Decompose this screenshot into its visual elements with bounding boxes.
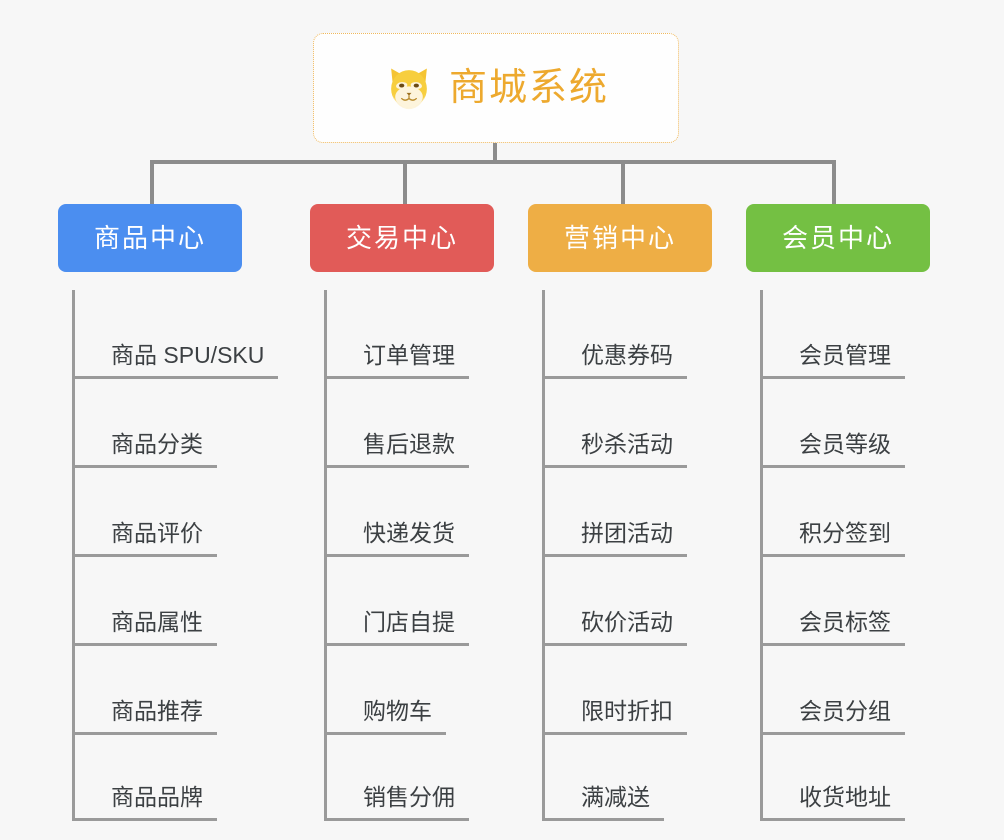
leaf-label: 销售分佣 [327, 786, 469, 821]
connector-drop-2 [403, 160, 407, 204]
leaf-label: 会员等级 [763, 433, 905, 468]
leaf-label: 商品推荐 [75, 700, 217, 735]
leaf-label: 收货地址 [763, 786, 905, 821]
list-item[interactable]: 门店自提 [327, 557, 530, 646]
category-label: 会员中心 [781, 223, 894, 253]
category-header-member[interactable]: 会员中心 [746, 204, 930, 272]
connector-drop-1 [150, 160, 154, 204]
leaf-label: 会员分组 [763, 700, 905, 735]
connector-horizontal-bus [150, 160, 836, 164]
leaf-label: 拼团活动 [545, 522, 687, 557]
list-item[interactable]: 快递发货 [327, 468, 530, 557]
list-item[interactable]: 销售分佣 [327, 735, 530, 821]
list-item[interactable]: 商品分类 [75, 379, 288, 468]
leaf-label: 会员标签 [763, 611, 905, 646]
list-item[interactable]: 限时折扣 [545, 646, 748, 735]
list-item[interactable]: 拼团活动 [545, 468, 748, 557]
leaf-label: 快递发货 [327, 522, 469, 557]
root-node[interactable]: 商城系统 [313, 33, 679, 143]
leaf-list-marketing: 优惠券码 秒杀活动 拼团活动 砍价活动 限时折扣 满减送 [542, 290, 748, 821]
connector-drop-4 [832, 160, 836, 204]
category-column-marketing: 营销中心 优惠券码 秒杀活动 拼团活动 砍价活动 限时折扣 满减送 [528, 204, 748, 821]
leaf-label: 商品分类 [75, 433, 217, 468]
leaf-label: 订单管理 [327, 344, 469, 379]
category-column-product: 商品中心 商品 SPU/SKU 商品分类 商品评价 商品属性 商品推荐 商品品牌 [58, 204, 288, 821]
category-label: 交易中心 [345, 223, 458, 253]
list-item[interactable]: 收货地址 [763, 735, 966, 821]
list-item[interactable]: 会员管理 [763, 290, 966, 379]
leaf-label: 商品属性 [75, 611, 217, 646]
list-item[interactable]: 订单管理 [327, 290, 530, 379]
leaf-label: 购物车 [327, 700, 446, 735]
leaf-label: 秒杀活动 [545, 433, 687, 468]
list-item[interactable]: 砍价活动 [545, 557, 748, 646]
shiba-dog-face-icon [391, 68, 427, 110]
list-item[interactable]: 商品推荐 [75, 646, 288, 735]
connector-drop-3 [621, 160, 625, 204]
leaf-label: 会员管理 [763, 344, 905, 379]
leaf-list-product: 商品 SPU/SKU 商品分类 商品评价 商品属性 商品推荐 商品品牌 [72, 290, 288, 821]
list-item[interactable]: 会员分组 [763, 646, 966, 735]
list-item[interactable]: 满减送 [545, 735, 748, 821]
list-item[interactable]: 会员等级 [763, 379, 966, 468]
leaf-label: 售后退款 [327, 433, 469, 468]
list-item[interactable]: 优惠券码 [545, 290, 748, 379]
leaf-label: 满减送 [545, 786, 664, 821]
root-title: 商城系统 [448, 67, 609, 109]
category-header-trade[interactable]: 交易中心 [310, 204, 494, 272]
category-header-marketing[interactable]: 营销中心 [528, 204, 712, 272]
list-item[interactable]: 积分签到 [763, 468, 966, 557]
list-item[interactable]: 售后退款 [327, 379, 530, 468]
list-item[interactable]: 购物车 [327, 646, 530, 735]
leaf-label: 积分签到 [763, 522, 905, 557]
category-header-product[interactable]: 商品中心 [58, 204, 242, 272]
list-item[interactable]: 会员标签 [763, 557, 966, 646]
leaf-list-trade: 订单管理 售后退款 快递发货 门店自提 购物车 销售分佣 [324, 290, 530, 821]
category-column-trade: 交易中心 订单管理 售后退款 快递发货 门店自提 购物车 销售分佣 [310, 204, 530, 821]
category-label: 商品中心 [93, 223, 206, 253]
leaf-label: 商品 SPU/SKU [75, 344, 279, 379]
leaf-label: 商品品牌 [75, 786, 217, 821]
leaf-label: 砍价活动 [545, 611, 687, 646]
connector-root-stem [493, 143, 497, 162]
list-item[interactable]: 秒杀活动 [545, 379, 748, 468]
leaf-list-member: 会员管理 会员等级 积分签到 会员标签 会员分组 收货地址 [760, 290, 966, 821]
leaf-label: 门店自提 [327, 611, 469, 646]
list-item[interactable]: 商品 SPU/SKU [75, 290, 288, 379]
category-column-member: 会员中心 会员管理 会员等级 积分签到 会员标签 会员分组 收货地址 [746, 204, 966, 821]
leaf-label: 限时折扣 [545, 700, 687, 735]
list-item[interactable]: 商品品牌 [75, 735, 288, 821]
category-label: 营销中心 [563, 223, 676, 253]
leaf-label: 商品评价 [75, 522, 217, 557]
list-item[interactable]: 商品属性 [75, 557, 288, 646]
list-item[interactable]: 商品评价 [75, 468, 288, 557]
leaf-label: 优惠券码 [545, 344, 687, 379]
